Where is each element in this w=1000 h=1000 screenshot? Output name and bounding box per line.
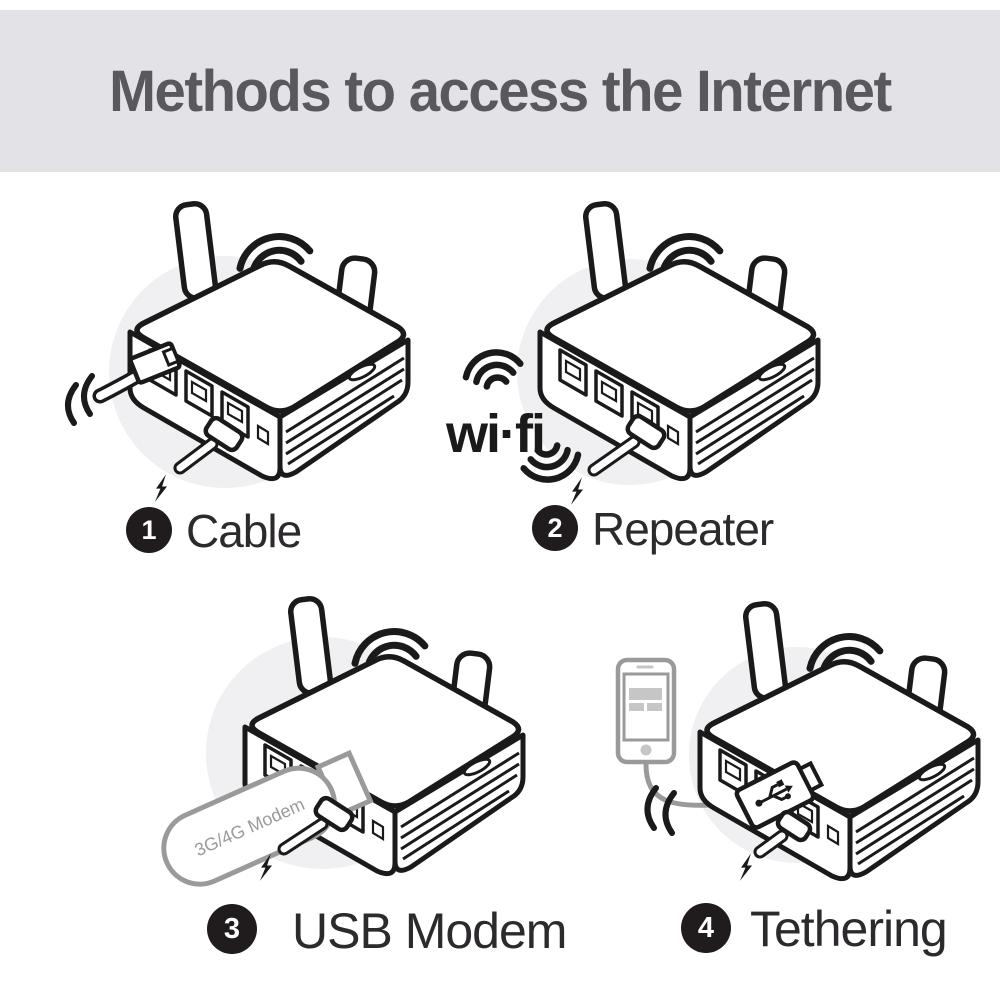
method-2-badge: 2 [532,505,578,551]
method-1-badge: 1 [126,507,172,553]
method-4-badge: 4 [681,903,731,953]
method-3-badge: 3 [207,904,257,954]
method-1-label: Cable [186,505,302,557]
page-title: Methods to access the Internet [109,58,892,124]
illustration-usb-modem: 3G/4G Modem [161,597,523,887]
lightning-bolt-icon [739,853,753,881]
power-cable-icon [154,415,245,502]
power-cable-icon [739,809,813,881]
wifi-logo-text: wi·fi [445,404,544,464]
title-banner: Methods to access the Internet [0,10,1000,172]
illustration-repeater: wi·fi [445,202,818,505]
lightning-bolt-icon [154,474,168,502]
signal-squiggle-icon [65,373,95,426]
smartphone-icon [615,657,677,765]
power-cable-icon [259,795,355,881]
wifi-logo: wi·fi [445,349,582,483]
method-3-label: USB Modem [292,903,567,959]
method-4-label: Tethering [750,901,948,957]
power-cable-icon [570,413,667,505]
method-2-label: Repeater [592,503,774,555]
illustration-tethering [615,602,978,881]
signal-squiggle-icon [644,785,677,836]
ethernet-cable-icon [65,341,182,426]
illustration-cable [65,202,408,502]
lightning-bolt-icon [570,477,584,505]
